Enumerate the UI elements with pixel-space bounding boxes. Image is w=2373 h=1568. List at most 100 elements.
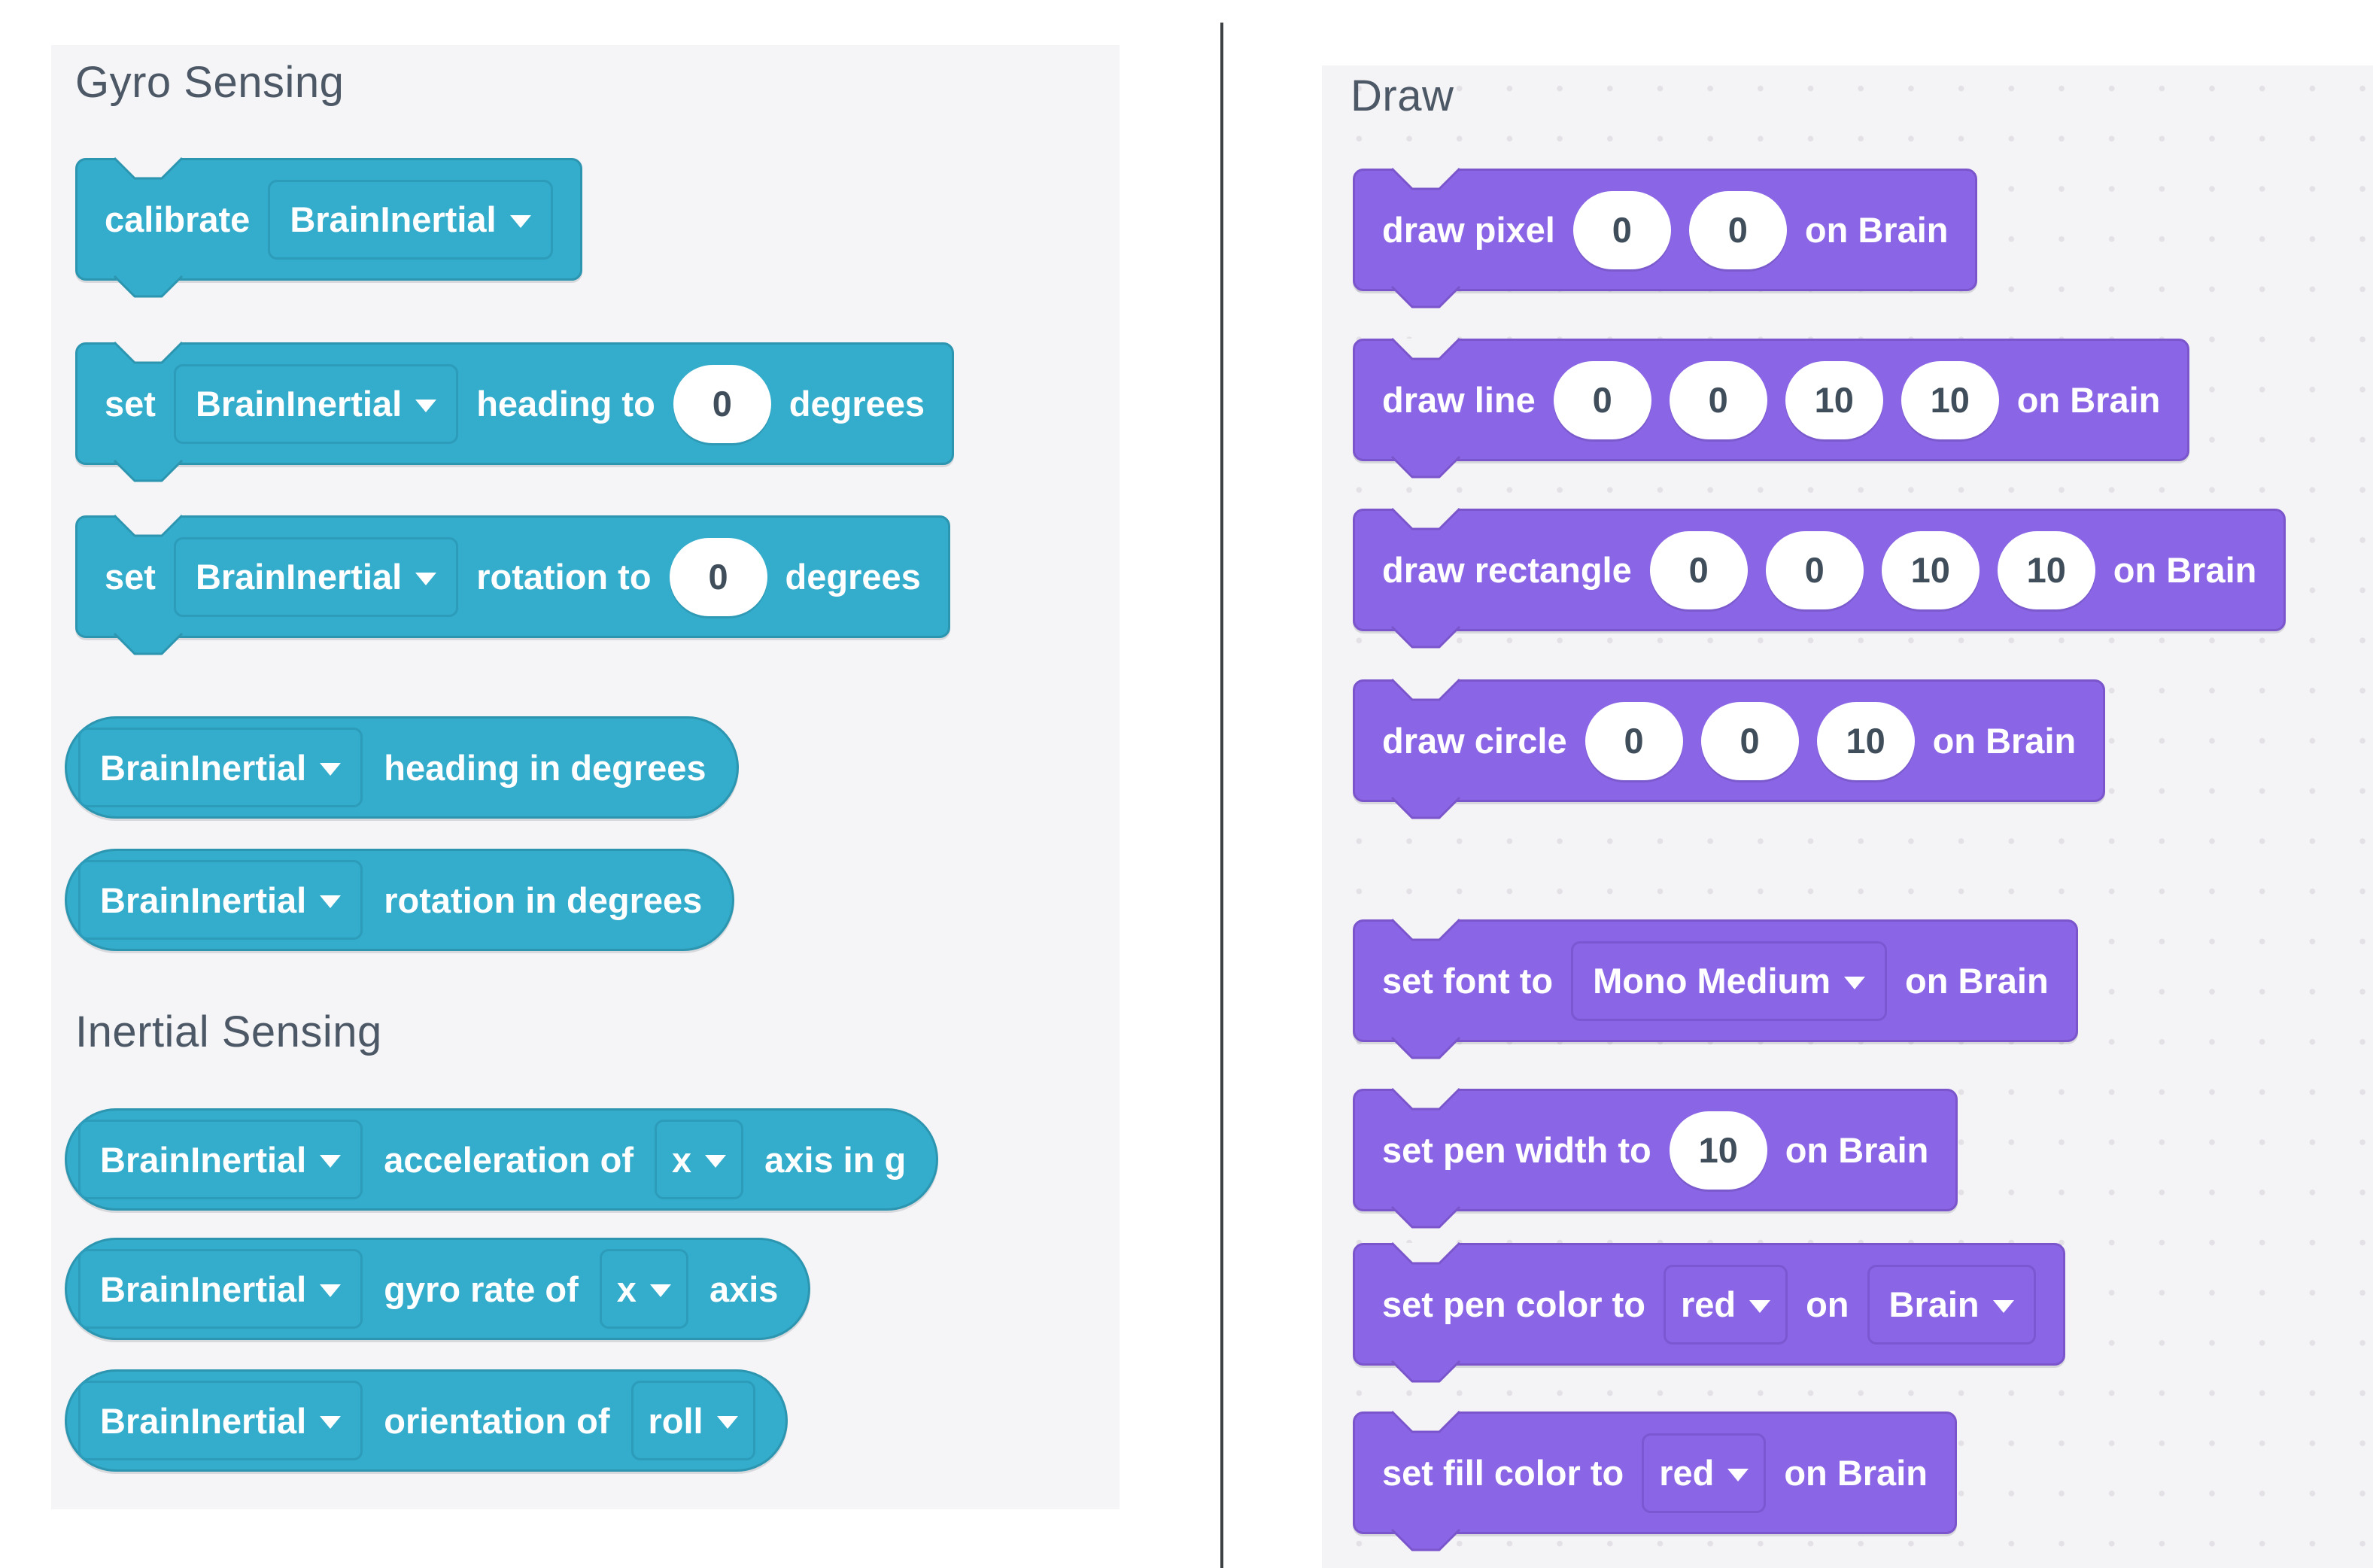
block-label: draw pixel bbox=[1382, 210, 1555, 250]
block-notch-cut bbox=[1390, 918, 1461, 941]
number-input[interactable]: 0 bbox=[1572, 190, 1671, 269]
device-dropdown[interactable]: BrainInertial bbox=[78, 1381, 363, 1460]
number-input[interactable]: 0 bbox=[669, 537, 767, 616]
dropdown-value: red bbox=[1680, 1284, 1736, 1324]
block-heading-in-degrees[interactable]: BrainInertial heading in degrees bbox=[65, 716, 739, 819]
block-label: set font to bbox=[1382, 961, 1554, 1001]
number-input[interactable]: 0 bbox=[1669, 360, 1767, 439]
block-set-font[interactable]: set font to Mono Medium on Brain bbox=[1353, 918, 2078, 1059]
device-dropdown[interactable]: BrainInertial bbox=[78, 728, 363, 807]
block-draw-circle[interactable]: draw circle 0 0 10 on Brain bbox=[1353, 678, 2106, 819]
block-bump-tab bbox=[113, 459, 184, 482]
panel-divider bbox=[1220, 23, 1223, 1568]
block-draw-line[interactable]: draw line 0 0 10 10 on Brain bbox=[1353, 337, 2190, 479]
device-dropdown[interactable]: BrainInertial bbox=[173, 536, 459, 617]
number-input[interactable]: 10 bbox=[1816, 701, 1915, 780]
block-bump-tab bbox=[1390, 625, 1461, 649]
block-set-heading[interactable]: set BrainInertial heading to 0 degrees bbox=[75, 341, 955, 482]
block-notch-cut bbox=[113, 341, 184, 364]
block-label: degrees bbox=[785, 557, 921, 597]
block-bump-tab bbox=[1390, 455, 1461, 479]
block-label: axis bbox=[709, 1269, 779, 1309]
number-input[interactable]: 0 bbox=[1700, 701, 1799, 780]
number-input[interactable]: 10 bbox=[1901, 360, 1999, 439]
number-input[interactable]: 0 bbox=[1765, 530, 1864, 609]
number-input[interactable]: 0 bbox=[1585, 701, 1683, 780]
device-dropdown[interactable]: BrainInertial bbox=[173, 363, 459, 444]
number-input[interactable]: 10 bbox=[1785, 360, 1883, 439]
block-gyro-rate-of[interactable]: BrainInertial gyro rate of x axis bbox=[65, 1238, 811, 1340]
dropdown-value: BrainInertial bbox=[100, 880, 307, 920]
block-label: on bbox=[1806, 1284, 1849, 1324]
dropdown-value: BrainInertial bbox=[100, 1269, 307, 1309]
block-bump-tab bbox=[1390, 1205, 1461, 1229]
chevron-down-icon bbox=[1992, 1299, 2014, 1313]
block-orientation-of[interactable]: BrainInertial orientation of roll bbox=[65, 1369, 788, 1472]
device-dropdown[interactable]: Brain bbox=[1867, 1264, 2036, 1345]
block-label: draw circle bbox=[1382, 721, 1567, 761]
chevron-down-icon bbox=[649, 1284, 671, 1297]
chevron-down-icon bbox=[415, 399, 437, 412]
chevron-down-icon bbox=[509, 214, 531, 228]
dropdown-value: red bbox=[1659, 1453, 1715, 1493]
block-draw-pixel[interactable]: draw pixel 0 0 on Brain bbox=[1353, 167, 1978, 308]
number-input[interactable]: 0 bbox=[1688, 190, 1787, 269]
block-set-pen-width[interactable]: set pen width to 10 on Brain bbox=[1353, 1087, 1958, 1229]
color-dropdown[interactable]: red bbox=[1663, 1264, 1788, 1345]
block-label: orientation of bbox=[384, 1400, 610, 1441]
color-dropdown[interactable]: red bbox=[1642, 1433, 1767, 1513]
number-input[interactable]: 0 bbox=[673, 364, 771, 443]
section-title-draw: Draw bbox=[1351, 71, 1454, 120]
block-notch-cut bbox=[1390, 678, 1461, 701]
number-input[interactable]: 0 bbox=[1649, 530, 1748, 609]
chevron-down-icon bbox=[1844, 976, 1866, 989]
block-set-rotation[interactable]: set BrainInertial rotation to 0 degrees bbox=[75, 514, 950, 655]
block-label: gyro rate of bbox=[384, 1269, 579, 1309]
number-input[interactable]: 10 bbox=[1669, 1111, 1767, 1190]
device-dropdown[interactable]: BrainInertial bbox=[78, 860, 363, 940]
section-title-gyro-sensing: Gyro Sensing bbox=[75, 58, 345, 107]
block-notch-cut bbox=[1390, 1087, 1461, 1111]
block-acceleration-of[interactable]: BrainInertial acceleration of x axis in … bbox=[65, 1108, 939, 1211]
number-input[interactable]: 10 bbox=[1881, 530, 1980, 609]
block-label: heading to bbox=[476, 384, 655, 424]
block-label: on Brain bbox=[1785, 1130, 1929, 1170]
block-bump-tab bbox=[1390, 1528, 1461, 1551]
dropdown-value: x bbox=[616, 1269, 637, 1309]
block-bump-tab bbox=[1390, 1360, 1461, 1383]
axis-dropdown[interactable]: x bbox=[654, 1120, 744, 1199]
block-label: set bbox=[105, 557, 156, 597]
device-dropdown[interactable]: BrainInertial bbox=[78, 1120, 363, 1199]
block-bump-tab bbox=[1390, 1036, 1461, 1059]
chevron-down-icon bbox=[320, 1155, 342, 1168]
number-input[interactable]: 10 bbox=[1997, 530, 2095, 609]
block-label: rotation to bbox=[476, 557, 652, 597]
block-label: axis in g bbox=[764, 1139, 907, 1180]
block-label: calibrate bbox=[105, 199, 251, 239]
block-calibrate[interactable]: calibrate BrainInertial bbox=[75, 156, 582, 298]
dropdown-value: BrainInertial bbox=[290, 199, 497, 239]
block-bump-tab bbox=[1390, 796, 1461, 819]
block-rotation-in-degrees[interactable]: BrainInertial rotation in degrees bbox=[65, 849, 735, 951]
block-bump-tab bbox=[113, 275, 184, 298]
block-bump-tab bbox=[113, 632, 184, 655]
block-label: draw rectangle bbox=[1382, 550, 1632, 590]
palette-panel-sensing: Gyro Sensing calibrate BrainInertial set… bbox=[51, 45, 1120, 1509]
block-set-pen-color[interactable]: set pen color to red on Brain bbox=[1353, 1241, 2065, 1383]
chevron-down-icon bbox=[1749, 1299, 1771, 1313]
block-label: set bbox=[105, 384, 156, 424]
device-dropdown[interactable]: BrainInertial bbox=[268, 179, 553, 260]
dropdown-value: Mono Medium bbox=[1593, 961, 1831, 1001]
number-input[interactable]: 0 bbox=[1553, 360, 1651, 439]
block-draw-rectangle[interactable]: draw rectangle 0 0 10 10 on Brain bbox=[1353, 507, 2286, 649]
block-label: on Brain bbox=[1905, 961, 2049, 1001]
section-title-inertial-sensing: Inertial Sensing bbox=[75, 1007, 382, 1056]
block-set-fill-color[interactable]: set fill color to red on Brain bbox=[1353, 1410, 1957, 1551]
device-dropdown[interactable]: BrainInertial bbox=[78, 1249, 363, 1329]
chevron-down-icon bbox=[320, 1416, 342, 1429]
font-dropdown[interactable]: Mono Medium bbox=[1571, 940, 1888, 1021]
axis-dropdown[interactable]: x bbox=[599, 1249, 688, 1329]
block-label: on Brain bbox=[1784, 1453, 1928, 1493]
block-notch-cut bbox=[1390, 1410, 1461, 1433]
orientation-dropdown[interactable]: roll bbox=[630, 1381, 755, 1460]
